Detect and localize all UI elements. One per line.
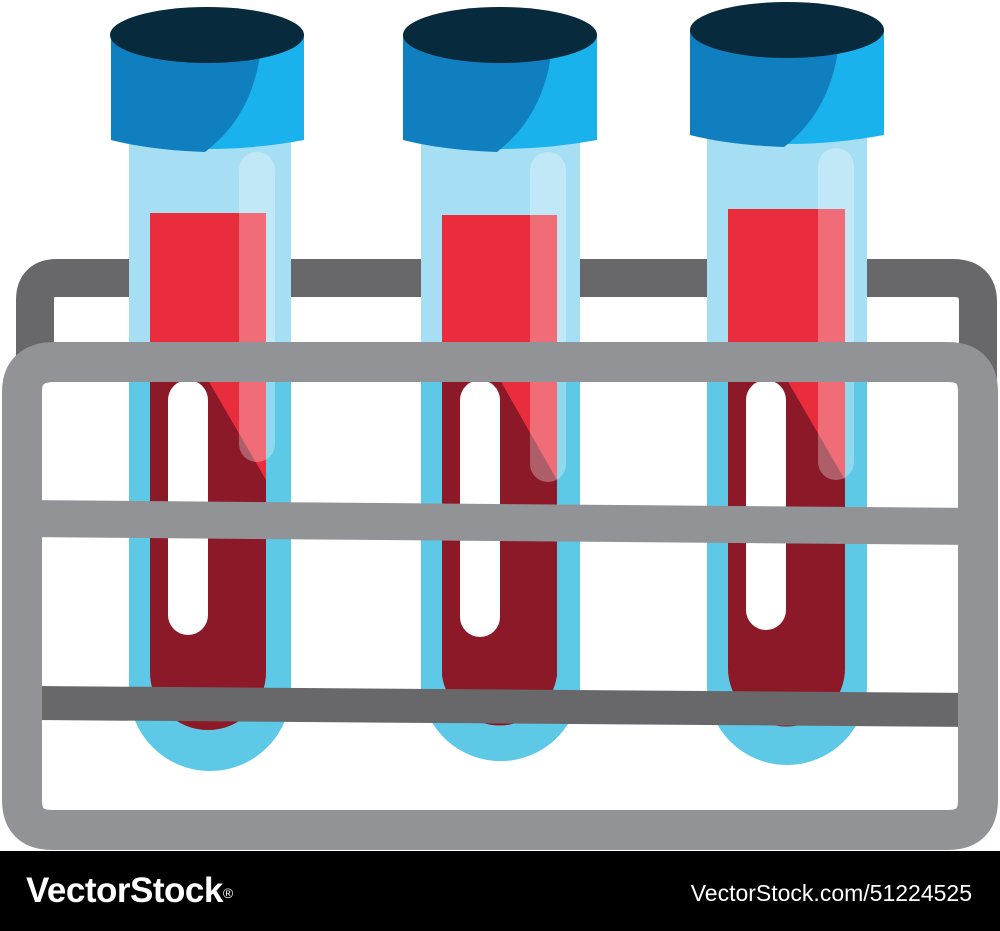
test-tube-2	[403, 7, 597, 762]
test-tube-rack-illustration	[2, 2, 998, 850]
test-tube-3	[690, 2, 884, 765]
rack-front-frame	[2, 342, 998, 850]
rack-back-bottom-bar	[34, 686, 979, 727]
test-tube-1	[110, 7, 304, 771]
logo-text: VectorStock	[26, 871, 223, 910]
registered-mark: ®	[222, 885, 233, 901]
image-id-text: VectorStock.com/51224525	[690, 880, 972, 906]
watermark-footer: VectorStock® VectorStock.com/51224525	[0, 851, 1000, 931]
tube-cap-1	[110, 7, 304, 152]
vectorstock-logo: VectorStock®	[26, 871, 233, 911]
tube-cap-3	[690, 2, 884, 147]
tube-cap-2	[403, 7, 597, 152]
